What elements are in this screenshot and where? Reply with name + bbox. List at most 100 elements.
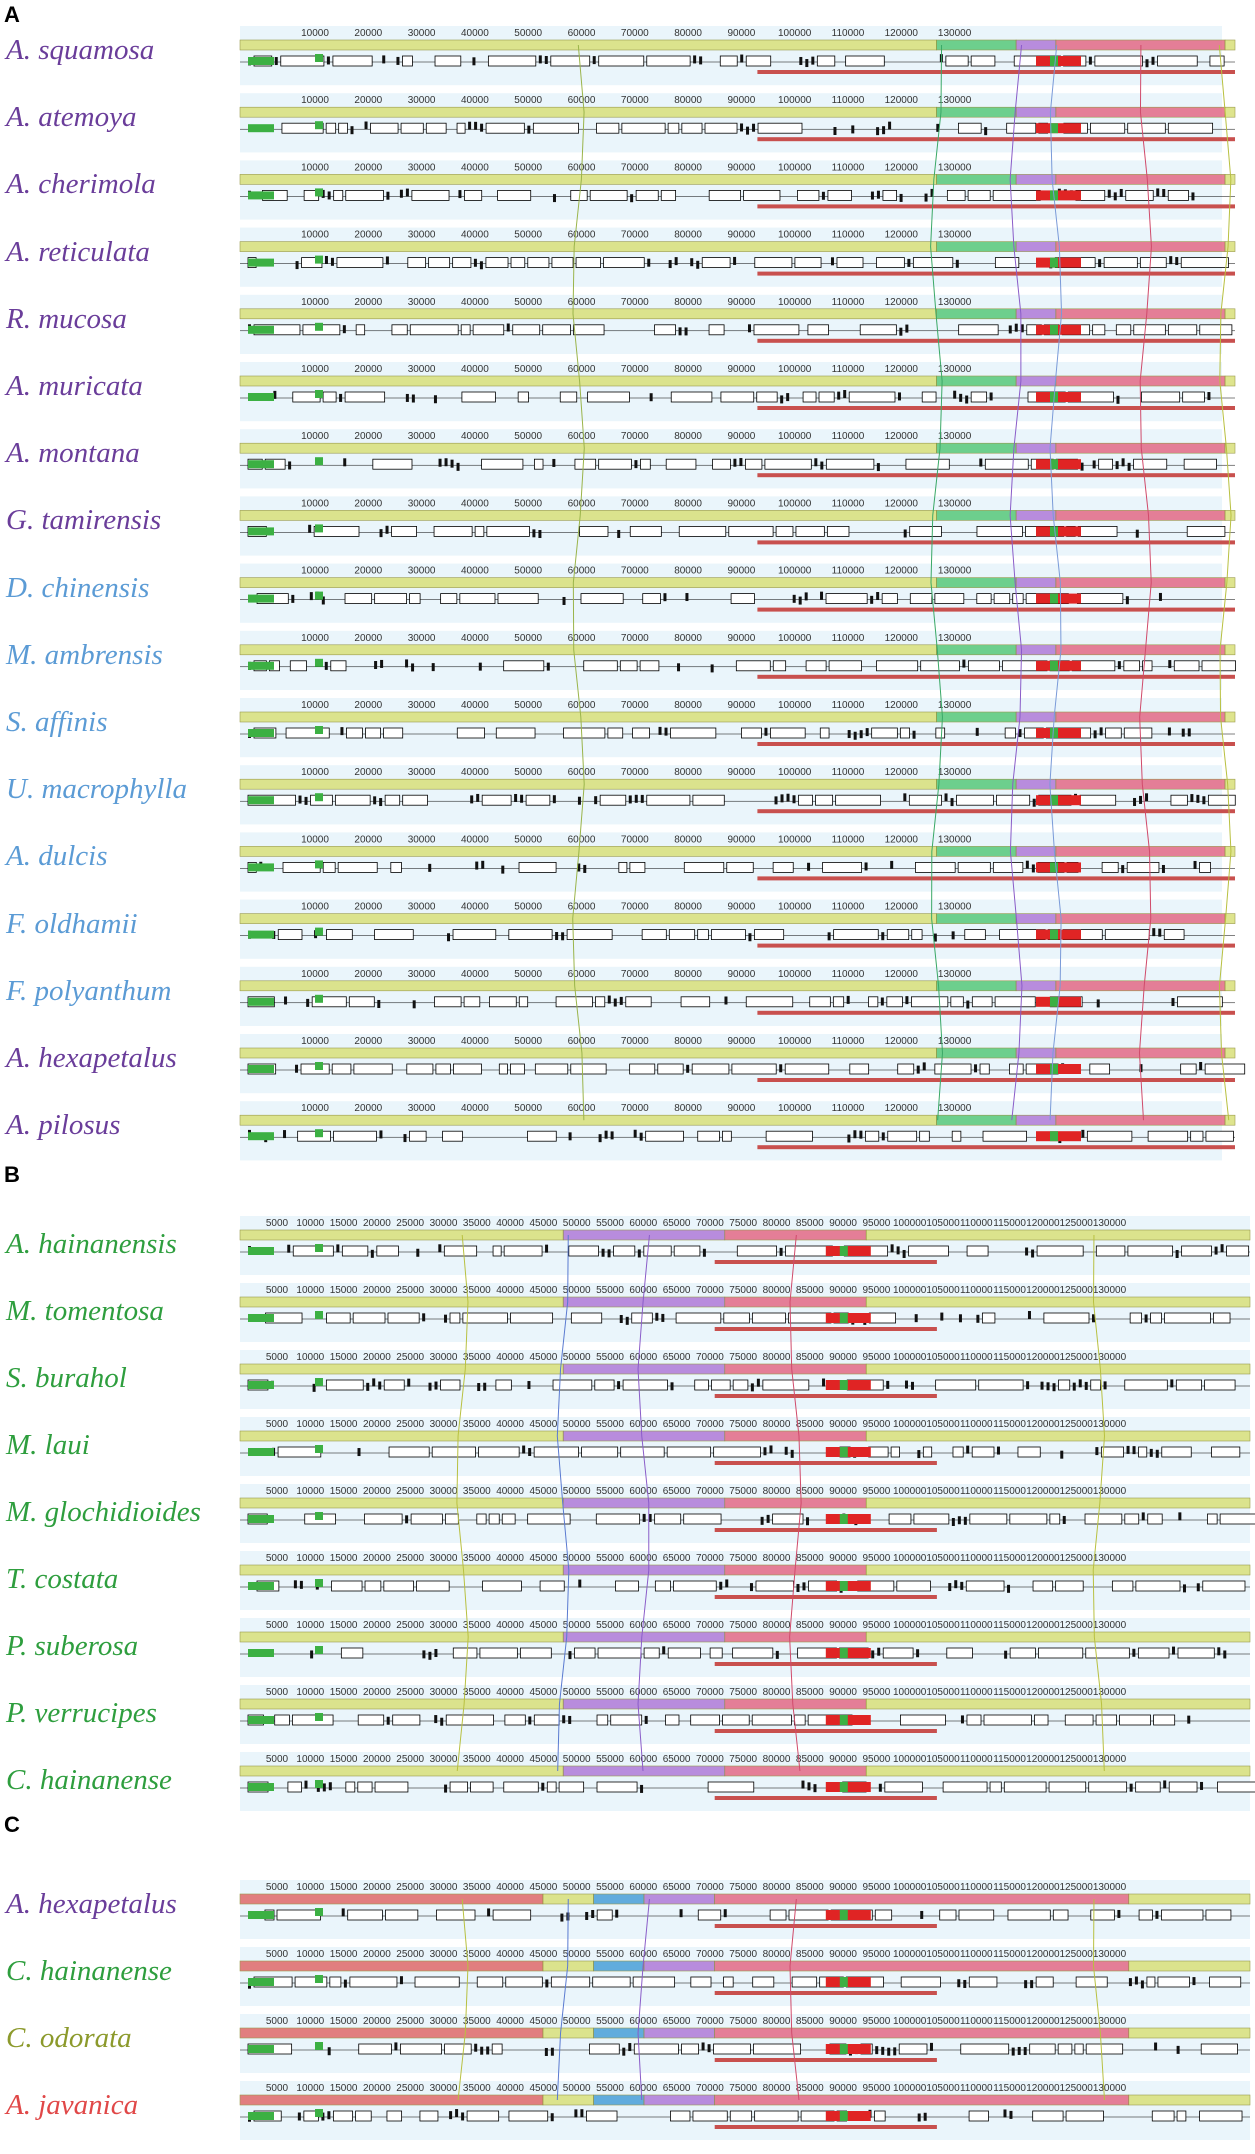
tick-label: 20000	[354, 431, 382, 442]
tick-label: 125000	[1060, 1620, 1094, 1631]
species-label: A. reticulata	[6, 235, 150, 268]
species-label: C. hainanense	[6, 1955, 172, 1987]
tick-label: 20000	[363, 1949, 391, 1960]
tick-label: 100000	[778, 1103, 812, 1114]
tick-label: 85000	[796, 1754, 824, 1765]
panel-label-c: C	[4, 1812, 20, 1837]
tick-label: 105000	[926, 1754, 960, 1765]
tick-label: 125000	[1060, 1687, 1094, 1698]
tick-label: 95000	[862, 2083, 890, 2094]
homology-line	[1093, 1898, 1105, 2101]
lcb-block	[1055, 241, 1226, 252]
lcb-block	[724, 1698, 867, 1710]
tick-label: 120000	[885, 767, 919, 778]
tick-label: 65000	[663, 1553, 691, 1564]
tick-label: 120000	[1026, 1285, 1060, 1296]
tick-label: 95000	[862, 1553, 890, 1564]
tick-label: 110000	[832, 1036, 865, 1047]
tick-label: 20000	[354, 969, 382, 980]
tick-label: 10000	[301, 230, 329, 241]
tick-label: 110000	[832, 230, 865, 241]
lcb-block	[239, 174, 937, 185]
tick-label: 30000	[408, 566, 436, 577]
tick-label: 110000	[960, 1419, 993, 1430]
lcb-block	[1015, 644, 1057, 656]
tick-label: 105000	[926, 1620, 960, 1631]
tick-label: 10000	[296, 2016, 324, 2027]
tick-label: 120000	[885, 28, 919, 39]
tick-label: 50000	[514, 767, 542, 778]
tick-label: 115000	[993, 1486, 1026, 1497]
tick-label: 115000	[993, 2016, 1026, 2027]
tick-label: 60000	[629, 1218, 657, 1229]
tick-label: 30000	[430, 1949, 458, 1960]
lcb-block	[1055, 442, 1226, 454]
tick-label: 80000	[763, 1285, 791, 1296]
tick-label: 75000	[729, 1218, 757, 1229]
tick-label: 130000	[1093, 1553, 1127, 1564]
tick-label: 40000	[496, 1620, 524, 1631]
tick-label: 30000	[408, 230, 436, 241]
tick-label: 25000	[396, 1486, 424, 1497]
tick-label: 20000	[354, 28, 382, 39]
tick-label: 90000	[829, 1687, 857, 1698]
tick-label: 115000	[993, 1620, 1026, 1631]
tick-label: 20000	[363, 1352, 391, 1363]
tick-label: 115000	[993, 1882, 1026, 1893]
species-label: A. atemoya	[6, 101, 137, 134]
tick-label: 10000	[296, 1553, 324, 1564]
tick-label: 40000	[496, 1352, 524, 1363]
lcb-block	[239, 510, 937, 521]
tick-label: 5000	[266, 1218, 289, 1229]
species-label: M. tomentosa	[6, 1295, 164, 1327]
tick-label: 115000	[993, 2083, 1026, 2094]
tick-label: 110000	[960, 1486, 993, 1497]
tick-label: 130000	[938, 1103, 972, 1114]
tick-label: 110000	[960, 1620, 993, 1631]
tick-label: 95000	[862, 1882, 890, 1893]
lcb-block	[936, 442, 1017, 454]
tick-label: 105000	[926, 1882, 960, 1893]
tick-label: 100000	[778, 498, 812, 509]
tick-label: 65000	[663, 1352, 691, 1363]
lcb-block	[239, 1698, 564, 1710]
tick-label: 60000	[629, 1882, 657, 1893]
tick-label: 130000	[1093, 1352, 1127, 1363]
species-label: A. muricata	[6, 370, 143, 402]
tick-label: 90000	[829, 1553, 857, 1564]
tick-label: 5000	[266, 2083, 289, 2094]
tick-label: 110000	[832, 969, 865, 980]
lcb-block	[936, 913, 1017, 924]
lcb-block	[1015, 174, 1057, 185]
tick-label: 120000	[1026, 1687, 1060, 1698]
tick-label: 130000	[938, 28, 972, 39]
tick-label: 20000	[354, 767, 382, 778]
tick-label: 95000	[862, 1949, 890, 1960]
tick-label: 105000	[926, 1352, 960, 1363]
lcb-block	[936, 980, 1017, 992]
tick-label: 5000	[266, 1419, 289, 1430]
tick-label: 50000	[514, 700, 542, 711]
tick-label: 40000	[461, 95, 489, 106]
tick-label: 50000	[514, 95, 542, 106]
tick-label: 75000	[729, 1285, 757, 1296]
lcb-block	[1224, 1047, 1236, 1059]
tick-label: 120000	[885, 364, 919, 375]
tick-label: 130000	[938, 162, 972, 173]
tick-label: 40000	[496, 1949, 524, 1960]
tick-label: 75000	[729, 2083, 757, 2094]
tick-label: 50000	[514, 633, 542, 644]
tick-label: 70000	[696, 1754, 724, 1765]
tick-label: 10000	[301, 767, 329, 778]
lcb-block	[1015, 1047, 1057, 1059]
panel-label-b: B	[4, 1162, 20, 1187]
lcb-block	[643, 2094, 715, 2106]
tick-label: 100000	[893, 1620, 927, 1631]
lcb-block	[562, 1430, 726, 1442]
tick-label: 130000	[938, 1036, 972, 1047]
tick-label: 85000	[796, 1419, 824, 1430]
tick-label: 30000	[408, 498, 436, 509]
tick-label: 100000	[893, 1754, 927, 1765]
tick-label: 40000	[461, 364, 489, 375]
